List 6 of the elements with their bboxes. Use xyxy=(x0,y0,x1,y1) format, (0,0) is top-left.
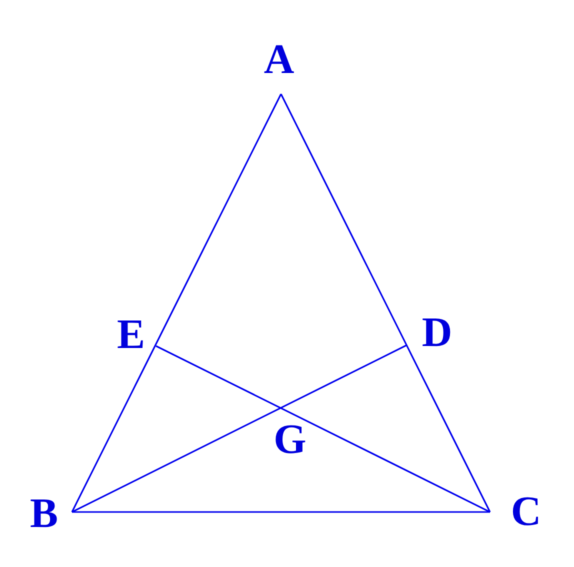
point-label: D xyxy=(422,312,452,354)
point-label: A xyxy=(264,39,294,81)
point-label: C xyxy=(510,491,542,533)
point-label: E xyxy=(117,314,145,356)
point-label: B xyxy=(30,493,58,535)
point-label: G xyxy=(274,419,306,461)
